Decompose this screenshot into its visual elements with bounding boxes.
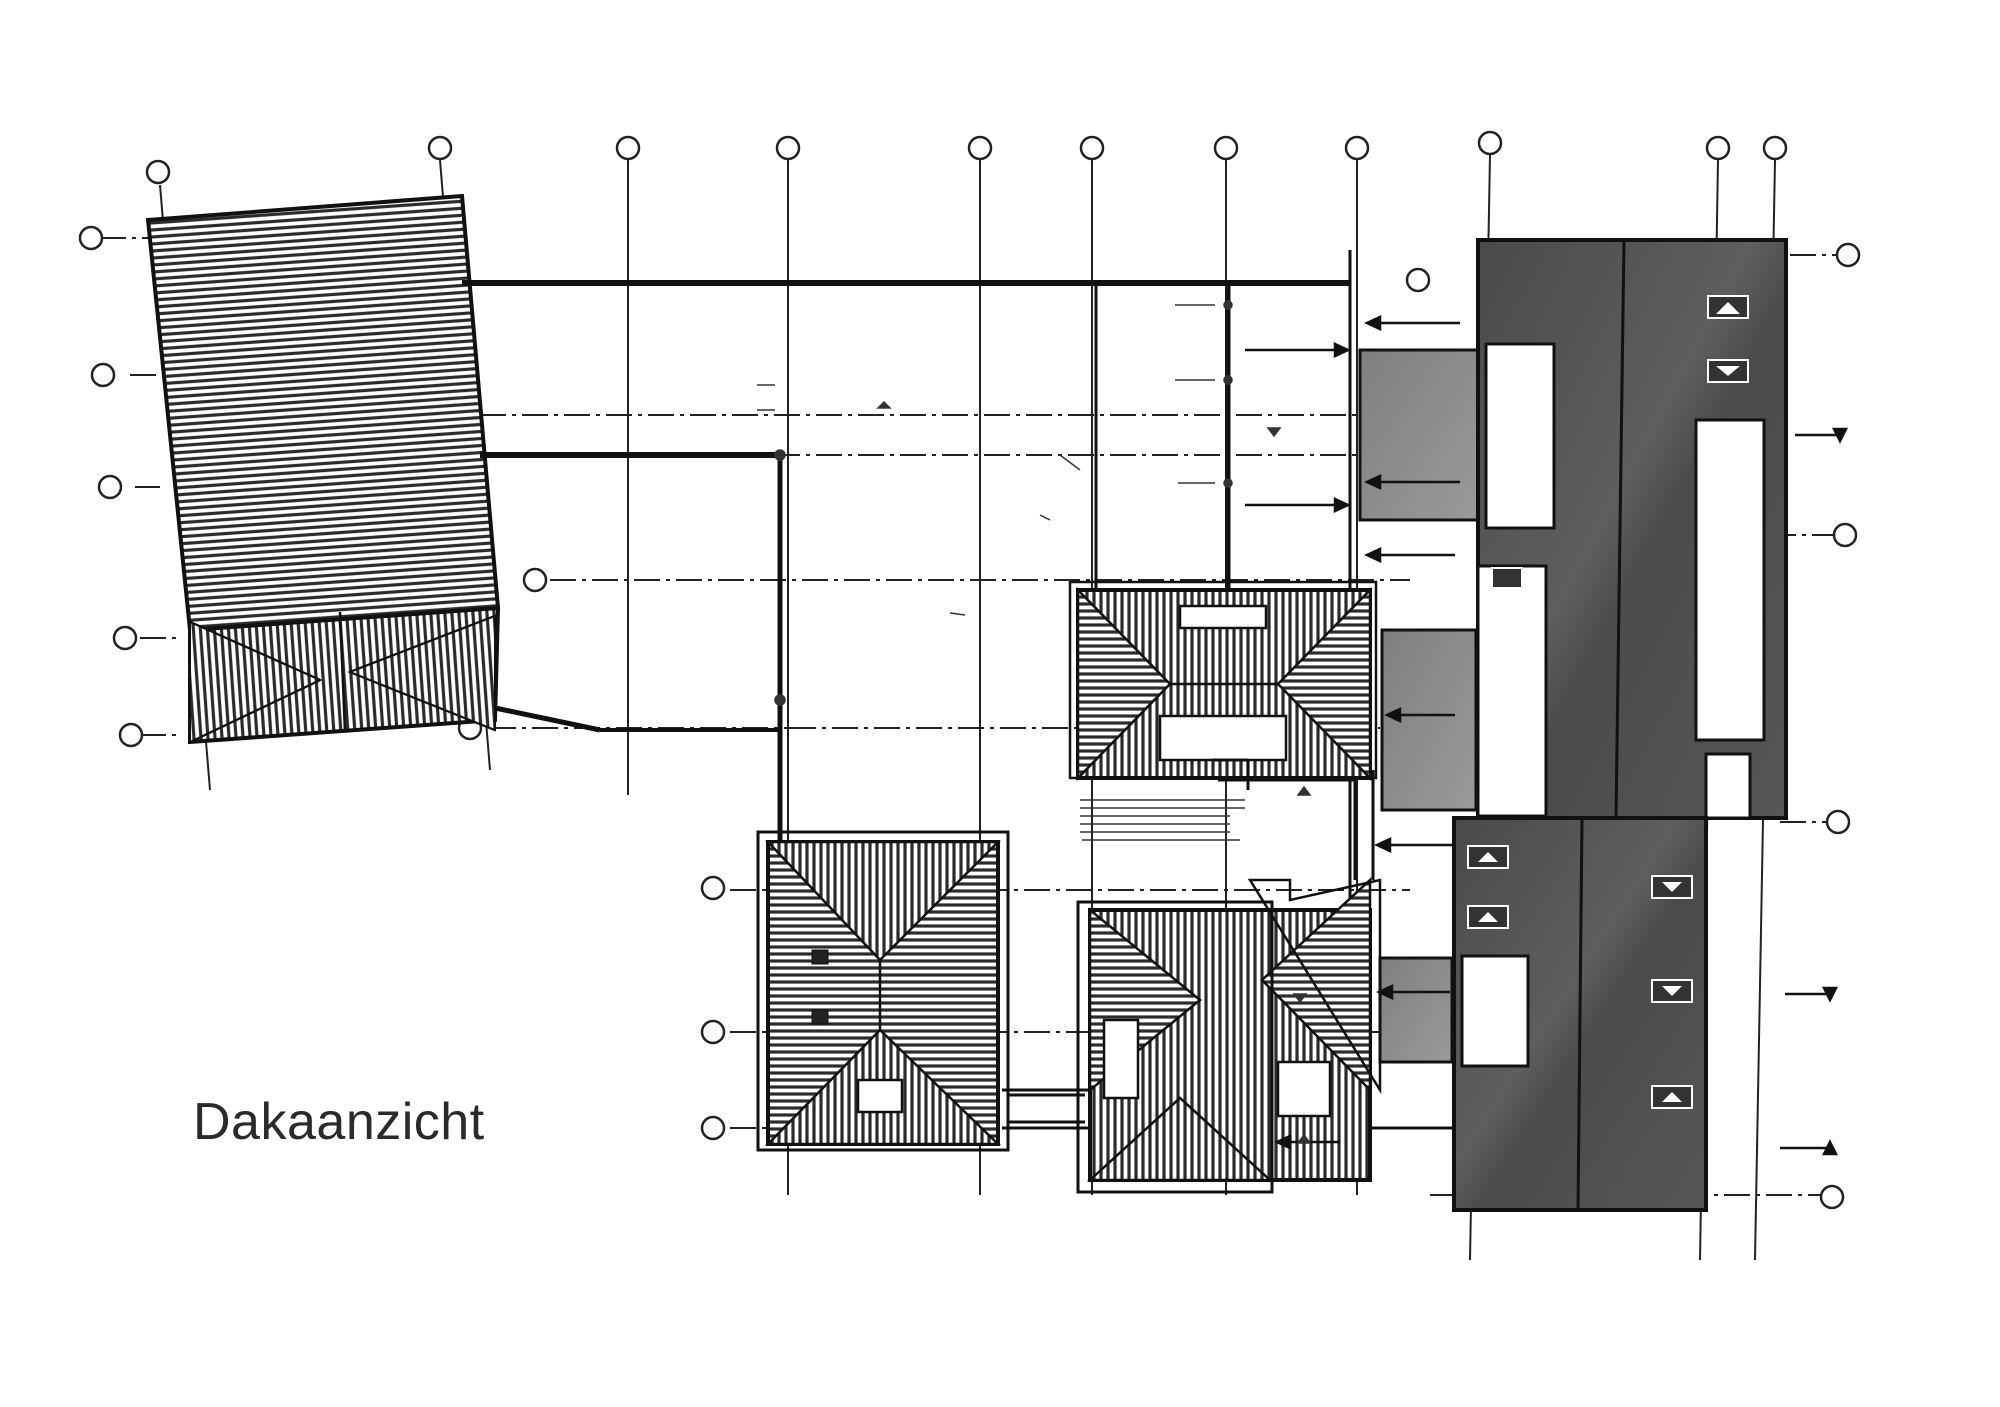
connector-lines	[1008, 758, 1375, 1124]
roof-middle-upper	[1068, 580, 1378, 782]
roof-right-lower-flat	[1378, 816, 1708, 1212]
roof-lower-middle	[1076, 877, 1382, 1194]
grid-bubbles-top	[145, 130, 1788, 185]
roof-lower-left	[756, 830, 1010, 1152]
roof-right-upper-flat	[1358, 238, 1788, 820]
annotation-marks	[757, 300, 1312, 1144]
drawing-title: Dakaanzicht	[193, 1093, 485, 1151]
slope-arrows	[1245, 315, 1849, 1156]
roof-left-building	[145, 193, 501, 745]
